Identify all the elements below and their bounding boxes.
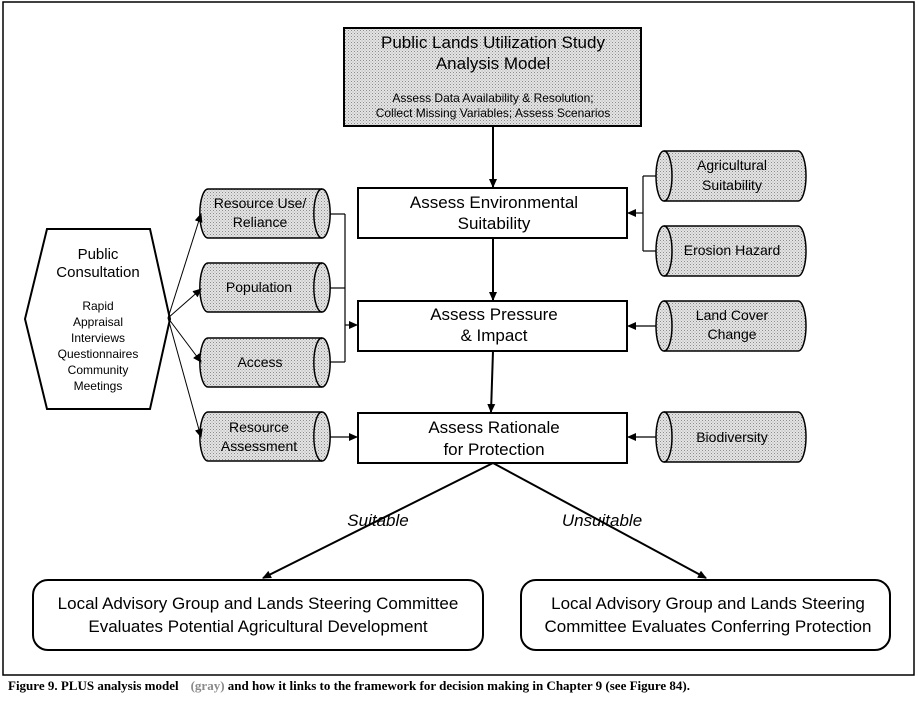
outcome-conferring-protection: Local Advisory Group and Lands Steering … [520,579,891,651]
caption-part-1: Figure 9. PLUS analysis model [8,678,179,693]
step-label-1: Assess Rationale [428,418,559,437]
analysis-model-note-2: Collect Missing Variables; Assess Scenar… [376,106,611,120]
consultation-method: Community [68,363,129,377]
arrow-pressure-to-rationale [487,350,496,413]
outcome-right-line-2: Committee Evaluates Conferring Protectio… [545,617,872,636]
outcome-left-line-2: Evaluates Potential Agricultural Develop… [88,617,428,636]
figure-caption: Figure 9. PLUS analysis model (gray) and … [8,678,913,694]
consultation-method: Appraisal [73,315,123,329]
analysis-model-note-1: Assess Data Availability & Resolution; [392,91,593,105]
consultation-method: Questionnaires [58,347,139,361]
left-bracket-connector [330,213,346,363]
step-environmental-suitability: Assess Environmental Suitability [357,187,628,239]
cylinder-label: Biodiversity [696,429,768,445]
left-cylinder-access: Access [199,337,331,388]
analysis-model-title-1: Public Lands Utilization Study [381,33,605,52]
cylinder-label: Population [226,279,292,295]
step-label-2: Suitability [458,214,531,233]
consultation-title-2: Consultation [56,264,139,281]
step-pressure-impact: Assess Pressure & Impact [357,300,628,352]
right-cylinder-land-cover-change: Land Cover Change [655,300,807,352]
right-bracket-connector [642,175,656,252]
public-consultation-hexagon: Public Consultation Rapid Appraisal Inte… [23,228,172,410]
analysis-model-box: Public Lands Utilization Study Analysis … [343,27,642,127]
caption-part-gray: (gray) [190,678,225,693]
consultation-method: Meetings [74,379,123,393]
outcome-left-line-1: Local Advisory Group and Lands Steering … [58,594,459,613]
right-cylinder-agricultural-suitability: Agricultural Suitability [655,150,807,202]
right-cylinder-biodiversity: Biodiversity [655,411,807,463]
arrow-unsuitable-branch [492,462,707,579]
step-rationale-protection: Assess Rationale for Protection [357,412,628,464]
consultation-fan-arrows [167,213,203,438]
step-label-1: Assess Environmental [410,193,578,212]
outcome-agricultural-development: Local Advisory Group and Lands Steering … [32,579,484,651]
cylinder-label-2: Reliance [233,214,288,230]
cylinder-label: Access [237,354,282,370]
step-label-1: Assess Pressure [430,305,558,324]
left-cylinder-resource-assessment: Resource Assessment [199,411,331,462]
outcome-right-line-1: Local Advisory Group and Lands Steering [551,594,865,613]
arrow-suitable-branch [262,462,494,579]
suitable-label: Suitable [347,511,408,530]
cylinder-label-1: Resource [229,419,289,435]
caption-part-3: and how it links to the framework for de… [227,678,691,693]
analysis-model-title-2: Analysis Model [436,54,550,73]
unsuitable-label: Unsuitable [562,511,642,530]
consultation-method: Interviews [71,331,125,345]
left-cylinder-population: Population [199,262,331,313]
cylinder-label: Erosion Hazard [684,242,781,258]
cylinder-label-1: Agricultural [697,157,767,173]
cylinder-label-2: Suitability [702,177,762,193]
cylinder-label-2: Assessment [221,438,297,454]
cylinder-label-1: Land Cover [696,307,769,323]
step-label-2: for Protection [443,440,544,459]
right-cylinder-erosion-hazard: Erosion Hazard [655,225,807,277]
cylinder-label-2: Change [707,326,756,342]
left-cylinder-resource-use: Resource Use/ Reliance [199,188,331,239]
step-label-2: & Impact [460,326,527,345]
cylinder-label-1: Resource Use/ [214,195,307,211]
consultation-method: Rapid [82,299,113,313]
consultation-title-1: Public [78,246,119,263]
outer-frame [2,1,915,676]
